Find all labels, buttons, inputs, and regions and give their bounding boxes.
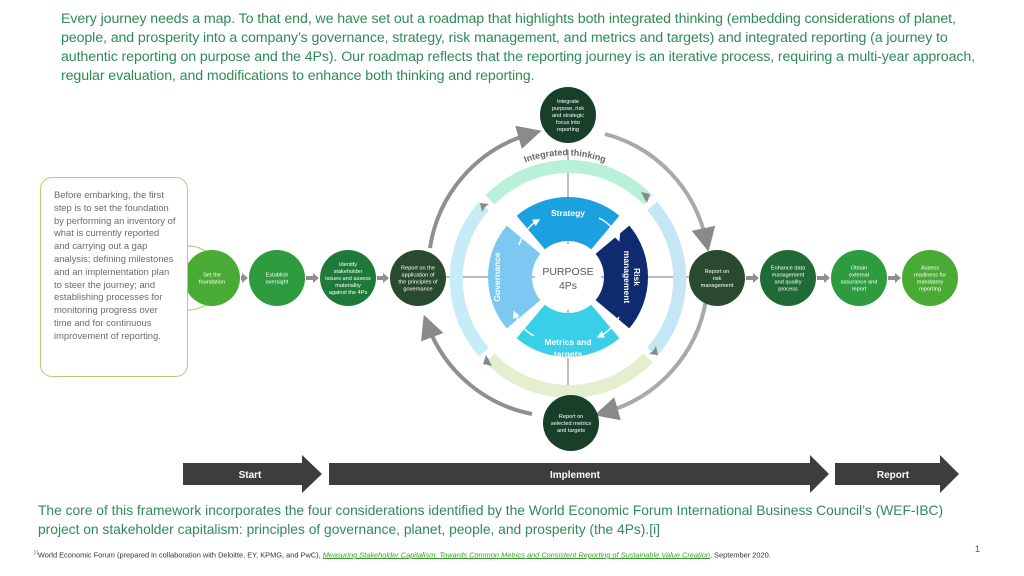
step-circle xyxy=(540,87,596,143)
arrow-right-icon xyxy=(241,273,248,283)
chevron-icon xyxy=(641,192,650,203)
quadrant-metrics-and-targets xyxy=(516,304,620,358)
step-circle xyxy=(249,250,305,306)
chevron-icon xyxy=(480,203,489,212)
step-circle xyxy=(543,395,599,451)
ring-segment-bottom xyxy=(485,353,653,398)
quadrant-label-risk: Riskmanagement xyxy=(622,251,642,304)
footnote-link[interactable]: Measuring Stakeholder Capitalism: Toward… xyxy=(322,550,710,560)
phase-arrow-implement xyxy=(329,455,829,493)
wheel-quadrants xyxy=(487,196,648,358)
step-circle xyxy=(760,250,816,306)
foundation-callout: Before embarking, the first step is to s… xyxy=(40,177,188,377)
ring-chevrons xyxy=(480,192,658,366)
page-number: 1 xyxy=(975,544,981,554)
phase-arrow-start xyxy=(183,455,322,493)
chevron-icon xyxy=(483,355,492,366)
core-framework-paragraph: The core of this framework incorporates … xyxy=(38,503,944,537)
step-circle xyxy=(320,250,376,306)
arrow-right-icon xyxy=(888,273,901,283)
quadrant-governance xyxy=(487,225,541,329)
quadrant-risk-management xyxy=(595,225,648,329)
step-circle xyxy=(831,250,887,306)
ring-segment-top xyxy=(485,160,653,205)
center-label-2: 4Ps xyxy=(559,280,577,292)
footnote-prefix: World Economic Forum (prepared in collab… xyxy=(37,550,323,560)
integrated-thinking-loop xyxy=(421,125,716,421)
step-circle xyxy=(902,250,958,306)
quadrant-strategy xyxy=(516,196,620,250)
wheel-flow-arrows xyxy=(512,217,621,338)
footnote: [i]World Economic Forum (prepared in col… xyxy=(34,548,934,560)
step-circle xyxy=(390,250,446,306)
chevron-icon xyxy=(649,346,658,355)
phase-arrow-report xyxy=(835,455,959,493)
quadrant-label-governance: Governance xyxy=(492,252,502,301)
loop-arrow-bottom-left xyxy=(421,314,533,416)
ring-segment-right xyxy=(647,201,687,357)
ring-segment-left xyxy=(449,201,489,357)
step-circle xyxy=(184,250,240,306)
arrow-right-icon xyxy=(817,273,830,283)
footnote-suffix: , September 2020. xyxy=(709,550,771,560)
phase-label-implement: Implement xyxy=(550,470,601,481)
phase-label-report: Report xyxy=(877,470,910,481)
step-circle xyxy=(689,250,745,306)
footnote-marker: [i] xyxy=(34,550,38,556)
loop-arrow-bottom-right xyxy=(594,299,708,421)
phase-label-start: Start xyxy=(239,470,262,481)
quadrant-label-strategy: Strategy xyxy=(551,208,585,218)
loop-arrow-top-left xyxy=(428,125,542,249)
step-arrows xyxy=(241,273,901,283)
loop-arrow-top-right xyxy=(604,132,716,252)
phase-arrows: Start Implement Report xyxy=(183,455,959,493)
arrow-right-icon xyxy=(306,273,319,283)
purpose-center xyxy=(535,244,601,310)
intro-paragraph: Every journey needs a map. To that end, … xyxy=(61,11,975,84)
center-label-1: PURPOSE xyxy=(542,266,593,278)
arrow-right-icon xyxy=(746,273,759,283)
arrow-right-icon xyxy=(377,273,389,283)
ring-segments xyxy=(449,160,687,398)
